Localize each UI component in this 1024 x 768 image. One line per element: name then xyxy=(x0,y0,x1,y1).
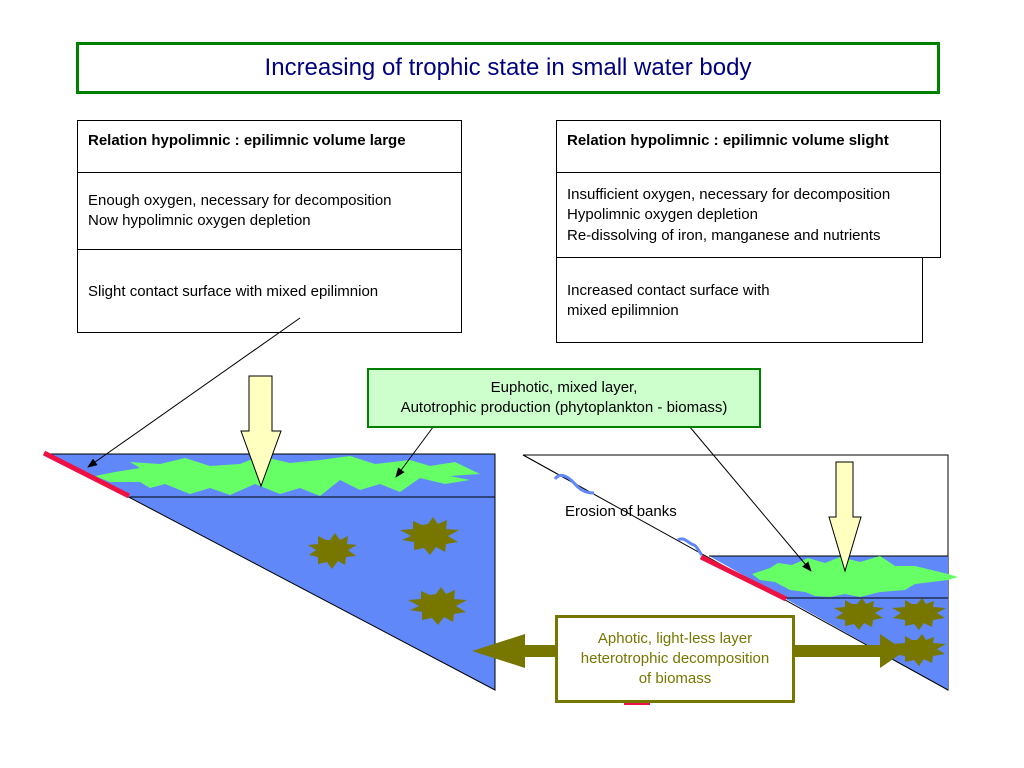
left-biomass-clusters xyxy=(308,517,467,625)
divider xyxy=(78,249,461,250)
sunlight-arrow-icon xyxy=(240,375,282,488)
biomass-cluster xyxy=(408,587,467,625)
right-biomass-clusters xyxy=(834,598,946,666)
erosion-squiggle-icon xyxy=(553,473,595,495)
right-contact-surface xyxy=(699,554,788,602)
biomass-cluster xyxy=(892,598,946,630)
left-relation-table: Relation hypolimnic : epilimnic volume l… xyxy=(77,120,462,333)
euphotic-line1: Euphotic, mixed layer, xyxy=(490,379,638,396)
divider xyxy=(78,172,461,173)
erosion-label: Erosion of banks xyxy=(565,503,677,520)
biomass-cluster xyxy=(892,634,946,666)
right-relation-table-row2: Increased contact surface with mixed epi… xyxy=(556,257,923,343)
leader-line xyxy=(87,317,301,468)
leader-line xyxy=(683,419,812,572)
left-contact-surface xyxy=(42,450,131,499)
diagram-title: Increasing of trophic state in small wat… xyxy=(264,54,752,81)
right-table-row1-line1: Insufficient oxygen, necessary for decom… xyxy=(567,186,891,203)
right-table-row1-line2: Hypolimnic oxygen depletion xyxy=(567,206,758,223)
left-table-header: Relation hypolimnic : epilimnic volume l… xyxy=(88,132,406,149)
red-marker xyxy=(624,701,650,705)
aphotic-line2: heterotrophic decomposition xyxy=(580,650,770,667)
sunlight-arrow-icon xyxy=(828,461,862,573)
aphotic-layer-label: Aphotic, light-less layer heterotrophic … xyxy=(555,615,795,703)
left-table-row2-line1: Slight contact surface with mixed epilim… xyxy=(88,283,379,300)
right-table-row2-line1: Increased contact surface with xyxy=(567,282,770,299)
euphotic-line2: Autotrophic production (phytoplankton - … xyxy=(400,399,728,416)
erosion-squiggle-icon xyxy=(677,537,704,557)
biomass-cluster xyxy=(400,517,459,555)
aphotic-line1: Aphotic, light-less layer xyxy=(597,630,753,647)
aphotic-line3: of biomass xyxy=(638,670,712,687)
biomass-cluster xyxy=(308,533,357,569)
right-table-row2-line2: mixed epilimnion xyxy=(567,302,679,319)
left-table-row1-line2: Now hypolimnic oxygen depletion xyxy=(88,212,311,229)
divider xyxy=(557,172,940,173)
biomass-cluster xyxy=(834,598,884,630)
left-table-row1-line1: Enough oxygen, necessary for decompositi… xyxy=(88,192,392,209)
euphotic-layer-label: Euphotic, mixed layer, Autotrophic produ… xyxy=(367,368,761,428)
right-table-row1-line3: Re-dissolving of iron, manganese and nut… xyxy=(567,227,881,244)
right-table-header: Relation hypolimnic : epilimnic volume s… xyxy=(567,132,889,149)
left-phytoplankton-layer xyxy=(95,456,480,496)
title-box: Increasing of trophic state in small wat… xyxy=(76,42,940,94)
